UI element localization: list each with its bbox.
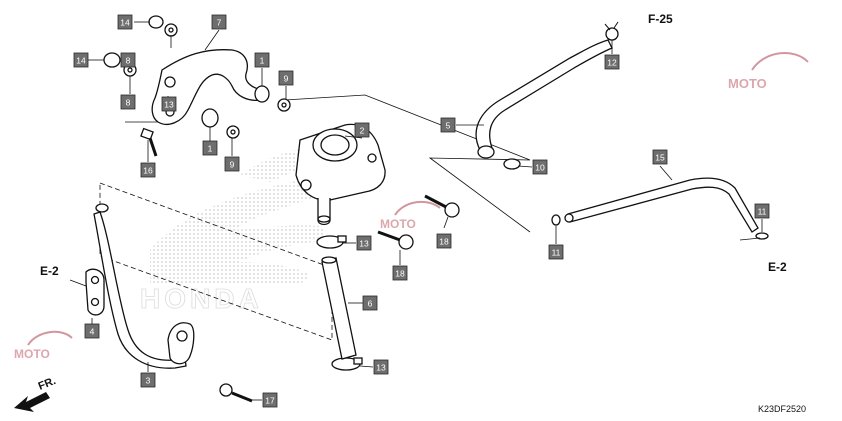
svg-text:14: 14 — [76, 56, 86, 66]
svg-text:12: 12 — [607, 58, 617, 68]
svg-text:6: 6 — [368, 299, 373, 309]
callout-9: 9 — [278, 70, 294, 86]
callout-3: 3 — [140, 372, 156, 388]
svg-text:8: 8 — [126, 56, 131, 66]
bolt-18-upper — [424, 194, 460, 218]
callout-15: 15 — [652, 149, 668, 165]
callout-8: 8 — [120, 52, 136, 68]
callout-14: 14 — [117, 14, 133, 30]
diagram-code: K23DF2520 — [758, 404, 806, 414]
pipe-15 — [567, 177, 759, 233]
callout-10: 10 — [532, 159, 548, 175]
svg-text:9: 9 — [230, 160, 235, 170]
bolt-17 — [219, 383, 253, 403]
svg-text:MOTO: MOTO — [728, 76, 767, 91]
svg-text:10: 10 — [535, 163, 545, 173]
hose-6 — [321, 257, 357, 360]
moto-watermark-right: MOTO — [728, 51, 809, 91]
svg-text:18: 18 — [439, 237, 449, 247]
front-arrow-label: FR. — [37, 375, 58, 393]
svg-text:16: 16 — [143, 166, 153, 176]
callout-13: 13 — [161, 96, 177, 112]
reference-e2-left: E-2 — [40, 264, 59, 278]
pipe-3 — [93, 211, 187, 369]
callout-2: 2 — [354, 122, 370, 138]
svg-text:17: 17 — [265, 396, 275, 406]
svg-text:5: 5 — [446, 121, 451, 131]
callout-1: 1 — [254, 52, 270, 68]
svg-text:1: 1 — [208, 144, 213, 154]
callout-12: 12 — [604, 54, 620, 70]
svg-text:13: 13 — [164, 100, 174, 110]
svg-text:18: 18 — [395, 269, 405, 279]
clamp-13-lower — [331, 357, 363, 371]
flange-3 — [167, 322, 195, 365]
svg-text:8: 8 — [126, 98, 131, 108]
callout-17: 17 — [262, 392, 278, 408]
small-hardware — [103, 15, 291, 139]
honda-watermark-text: HONDA — [140, 283, 263, 314]
callout-11: 11 — [754, 203, 770, 219]
callout-18: 18 — [392, 265, 408, 281]
svg-text:9: 9 — [284, 74, 289, 84]
bolt-18-lower — [377, 230, 414, 250]
callout-6: 6 — [362, 295, 378, 311]
moto-watermark-center: MOTO — [380, 200, 441, 231]
bracket-part — [151, 49, 263, 125]
svg-text:4: 4 — [90, 327, 95, 337]
svg-text:13: 13 — [376, 363, 386, 373]
callout-13: 13 — [356, 235, 372, 251]
callout-4: 4 — [84, 323, 100, 339]
svg-text:11: 11 — [758, 207, 767, 217]
reference-f25: F-25 — [648, 12, 673, 26]
svg-text:MOTO: MOTO — [380, 217, 416, 231]
leader-lines — [69, 21, 763, 401]
svg-text:15: 15 — [655, 153, 665, 163]
plate-4 — [85, 268, 105, 316]
svg-text:11: 11 — [552, 248, 561, 258]
callout-boxes: 14 7 14 8 8 13 1 9 1 9 16 2 5 12 10 15 11 11 18 13 18 6 13 4 3 17 — [73, 14, 770, 408]
front-arrow: FR. — [14, 375, 58, 412]
callout-5: 5 — [440, 117, 456, 133]
callout-7: 7 — [211, 14, 227, 30]
svg-text:13: 13 — [359, 239, 369, 249]
callout-8: 8 — [120, 94, 136, 110]
callout-1: 1 — [202, 140, 218, 156]
hose-5 — [475, 39, 613, 151]
moto-watermark-left: MOTO — [14, 330, 73, 361]
svg-text:14: 14 — [120, 18, 130, 28]
svg-text:7: 7 — [217, 18, 222, 28]
clamp-13-upper — [316, 235, 347, 249]
svg-text:2: 2 — [360, 126, 365, 136]
callout-18: 18 — [436, 233, 452, 249]
svg-text:3: 3 — [146, 376, 151, 386]
callout-11: 11 — [548, 244, 564, 260]
svg-text:MOTO: MOTO — [14, 347, 50, 361]
callout-13: 13 — [373, 359, 389, 375]
callout-14: 14 — [73, 52, 89, 68]
svg-text:1: 1 — [260, 56, 265, 66]
reference-e2-right: E-2 — [768, 260, 787, 274]
clip-10 — [503, 158, 521, 170]
air-valve-body — [295, 123, 386, 226]
bolt-16 — [140, 127, 158, 157]
callout-9: 9 — [224, 156, 240, 172]
callout-16: 16 — [140, 162, 156, 178]
